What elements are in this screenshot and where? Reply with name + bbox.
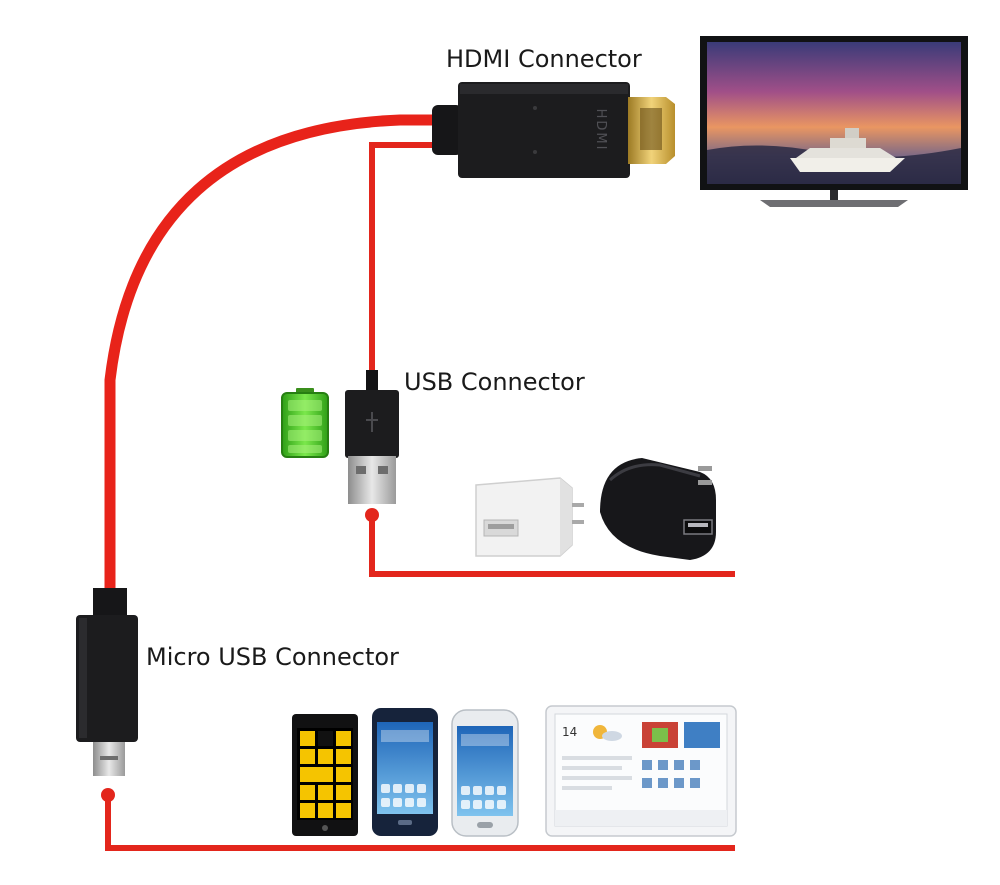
galaxy-s3-phone-icon — [451, 709, 519, 837]
white-usb-charger-icon — [475, 477, 584, 557]
lumia-phone-icon — [292, 714, 358, 836]
galaxy-s4-phone-icon — [372, 708, 438, 836]
micro-usb-connector-label: Micro USB Connector — [146, 643, 399, 671]
hdmi-plug: HDMI — [432, 82, 675, 178]
cable-usb-branch — [369, 142, 440, 372]
usb-plug — [345, 370, 399, 504]
tablet-clock: 14 — [562, 725, 577, 739]
usb-connector-label: USB Connector — [404, 368, 585, 396]
tv-icon — [700, 36, 968, 207]
hdmi-plug-marking: HDMI — [593, 109, 608, 152]
cable-main — [104, 114, 446, 596]
micro-usb-plug — [76, 588, 138, 776]
black-usb-charger-icon — [600, 458, 716, 560]
power-line — [365, 508, 735, 577]
hdmi-connector-label: HDMI Connector — [446, 45, 642, 73]
battery-full-icon — [281, 388, 329, 458]
device-line — [101, 788, 735, 851]
galaxy-tab-tablet-icon: 14 — [545, 705, 737, 837]
